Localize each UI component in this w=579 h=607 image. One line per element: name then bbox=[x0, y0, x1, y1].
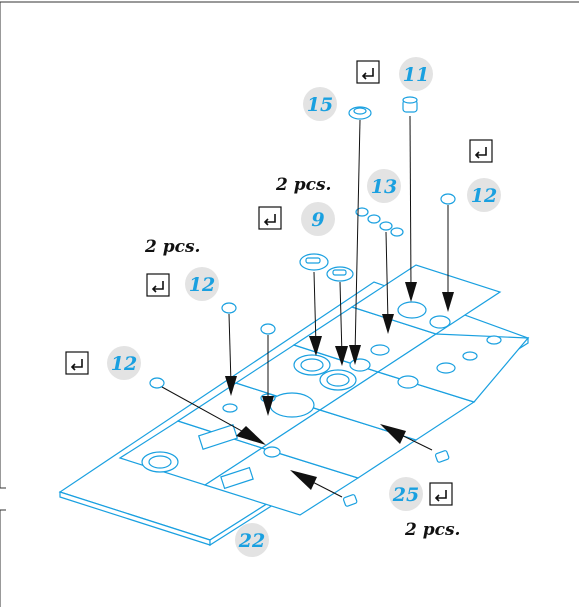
callout-12-mid-quantity: 2 pcs. bbox=[144, 237, 200, 257]
callout-12-low-number: 12 bbox=[111, 353, 137, 375]
callout-13: 13 bbox=[367, 169, 401, 203]
assembly-arrows bbox=[161, 115, 454, 498]
glue-hook-icon bbox=[356, 60, 380, 84]
glue-hook-icon bbox=[429, 482, 453, 506]
callout-15-number: 15 bbox=[307, 94, 333, 116]
glue-hook-icon bbox=[258, 206, 282, 230]
callout-12-mid: 2 pcs. 12 bbox=[144, 237, 219, 301]
callout-9: 2 pcs. 9 bbox=[258, 175, 335, 236]
callout-9-quantity: 2 pcs. bbox=[275, 175, 331, 195]
callout-22-number: 22 bbox=[238, 530, 265, 552]
glue-hook-icon bbox=[469, 139, 493, 163]
callout-12-mid-number: 12 bbox=[189, 274, 215, 296]
callout-9-number: 9 bbox=[311, 209, 324, 231]
callout-12-top: 12 bbox=[467, 139, 501, 212]
loose-parts bbox=[149, 96, 456, 507]
base-panel bbox=[58, 264, 530, 547]
callout-25-number: 25 bbox=[392, 484, 419, 506]
callout-11-number: 11 bbox=[403, 64, 429, 86]
glue-hook-icon bbox=[146, 273, 170, 297]
callout-25: 25 2 pcs. bbox=[389, 477, 460, 540]
callout-12-top-number: 12 bbox=[471, 185, 497, 207]
glue-hook-icon bbox=[65, 351, 89, 375]
callout-15: 15 bbox=[303, 87, 337, 121]
callout-12-low: 12 bbox=[65, 346, 141, 380]
callout-11: 11 bbox=[356, 57, 433, 91]
callout-22: 22 bbox=[235, 523, 269, 557]
part-13-chain bbox=[355, 207, 404, 237]
callout-25-quantity: 2 pcs. bbox=[404, 520, 460, 540]
callout-13-number: 13 bbox=[371, 176, 397, 198]
